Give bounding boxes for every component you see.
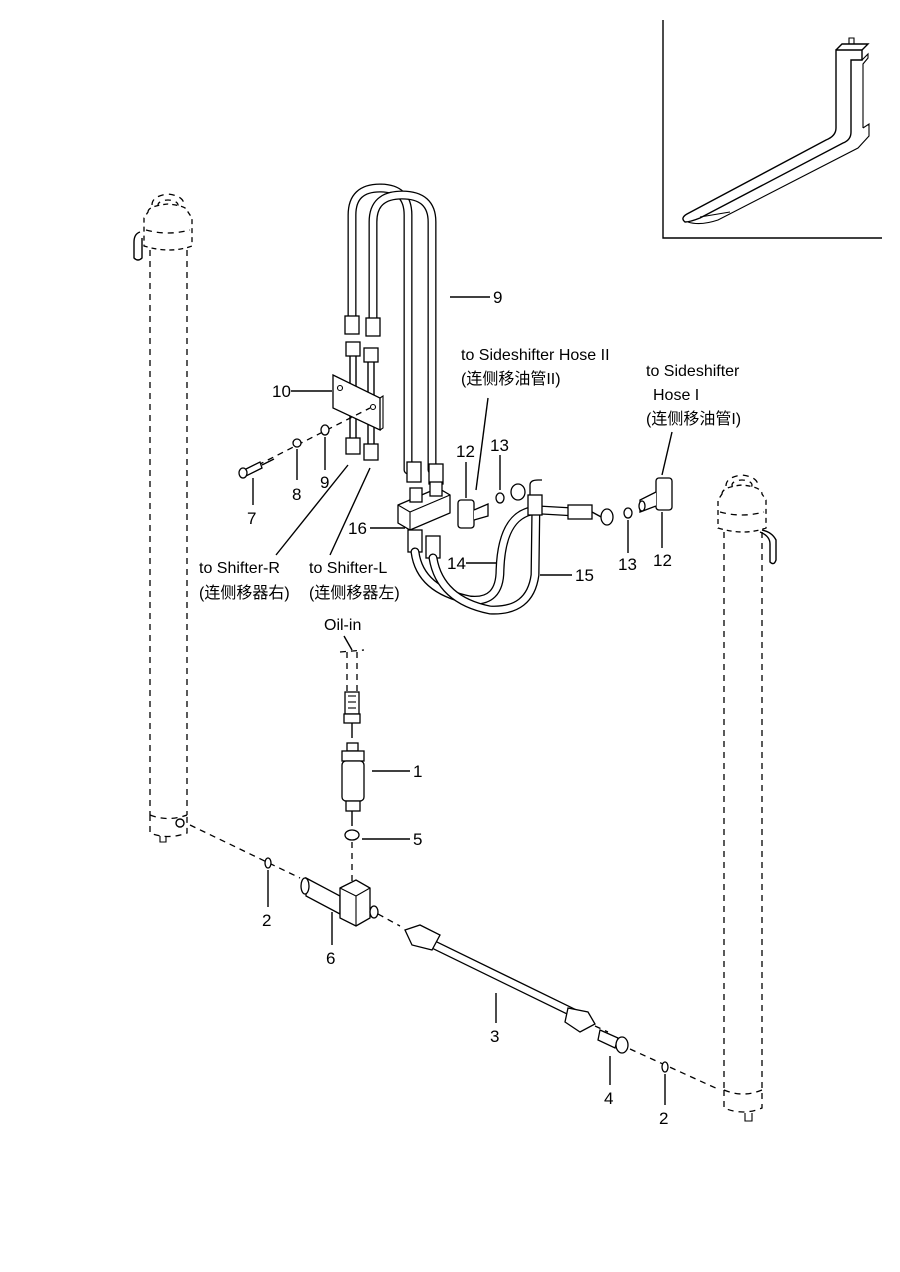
part-11-bracket-plate — [332, 341, 384, 461]
part-3-hose — [404, 924, 596, 1033]
part-1-valve — [341, 742, 365, 826]
callout-3: 3 — [490, 1027, 499, 1046]
callout-15: 15 — [575, 566, 594, 585]
callout-12-left: 12 — [456, 442, 475, 461]
leader-lines — [252, 296, 673, 1105]
fork-icon — [682, 37, 870, 225]
part-9-washer — [320, 424, 330, 436]
part-13-washer-right — [623, 507, 633, 519]
note-shifter-l-en: to Shifter-L — [309, 560, 387, 577]
callout-11: 10 — [272, 382, 291, 401]
callout-14: 14 — [447, 554, 466, 573]
note-oil-in: Oil-in — [324, 617, 361, 634]
callout-7: 7 — [247, 509, 256, 528]
note-shifter-l-cn: (连侧移器左) — [309, 584, 400, 602]
note-hose2-en: to Sideshifter Hose II — [461, 347, 610, 364]
callout-10: 9 — [493, 288, 502, 307]
note-hose1-cn: (连侧移油管I) — [646, 410, 741, 428]
part-12-elbow-fitting-right — [638, 477, 673, 513]
part-13-washer-left — [495, 492, 505, 504]
note-shifter-r-cn: (连侧移器右) — [199, 584, 290, 602]
callout-1: 1 — [413, 762, 422, 781]
part-4-adapter — [597, 1029, 629, 1054]
hose-14-fitting — [567, 504, 593, 520]
callout-9: 9 — [320, 473, 329, 492]
callout-2-right: 2 — [659, 1109, 668, 1128]
part-7-bolt — [238, 407, 371, 479]
hose-15-nut — [510, 483, 526, 501]
callout-12-right: 12 — [653, 551, 672, 570]
right-lift-cylinder — [717, 474, 777, 1122]
notes: to Sideshifter Hose II (连侧移油管II) to Side… — [199, 347, 741, 634]
callout-4: 4 — [604, 1089, 613, 1108]
left-lift-cylinder — [133, 193, 193, 843]
note-hose1-en-1: to Sideshifter — [646, 363, 740, 380]
callout-8: 8 — [292, 485, 301, 504]
part-10-u-hoses — [344, 183, 444, 485]
note-hose1-en-2: Hose I — [653, 387, 699, 404]
callout-16: 16 — [348, 519, 367, 538]
inset-fork-panel — [662, 20, 882, 239]
part-2-oring-left — [264, 857, 272, 869]
part-2-oring-right — [661, 1061, 669, 1073]
part-8-washer — [292, 438, 302, 448]
part-12-elbow-fitting-left — [457, 499, 489, 529]
part-6-tee-block — [300, 876, 379, 927]
callout-6: 6 — [326, 949, 335, 968]
inset-frame — [662, 20, 882, 239]
callout-13-right: 13 — [618, 555, 637, 574]
callout-2-left: 2 — [262, 911, 271, 930]
note-hose2-cn: (连侧移油管II) — [461, 370, 561, 388]
part-16-distribution-block — [397, 481, 451, 559]
assembly-axis-right — [629, 1048, 721, 1091]
callout-13-left: 13 — [490, 436, 509, 455]
part-15-hose — [428, 495, 541, 615]
part-5-washer — [344, 829, 360, 841]
note-shifter-r-en: to Shifter-R — [199, 560, 280, 577]
hose-14-nut — [600, 508, 614, 526]
part-14-hose — [410, 505, 580, 605]
callout-5: 5 — [413, 830, 422, 849]
oil-in-hose — [339, 649, 365, 738]
assembly-axis-left — [189, 824, 301, 879]
callout-numbers: 9 10 7 8 9 16 12 13 13 12 14 15 1 5 2 6 … — [247, 288, 672, 1128]
